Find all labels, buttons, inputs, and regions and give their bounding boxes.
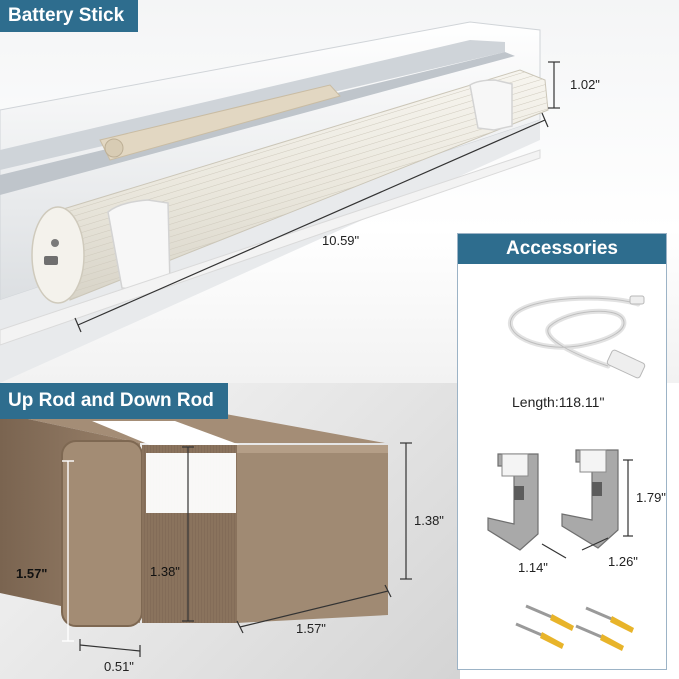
battery-length-label: 10.59" xyxy=(322,233,360,248)
battery-height-label: 1.02" xyxy=(570,77,600,92)
rod-width-label: 1.57" xyxy=(296,621,326,636)
bracket-width-right-label: 1.26" xyxy=(608,554,638,569)
rod-inner-height-label: 1.38" xyxy=(150,564,180,579)
battery-stick-illustration xyxy=(0,21,560,383)
bracket-height-label: 1.79" xyxy=(636,490,666,505)
length-dimension-line xyxy=(77,119,546,326)
battery-stick-title: Battery Stick xyxy=(0,0,139,32)
battery-stick-panel: Battery Stick 1.02" 10.59" xyxy=(0,0,679,383)
rod-left-height-label: 1.57" xyxy=(16,566,48,581)
bracket-width-right-line xyxy=(581,537,609,551)
accessories-illustration xyxy=(487,295,646,651)
rod-depth-line xyxy=(79,644,141,652)
rod-depth-label: 0.51" xyxy=(104,659,134,674)
rod-right-height-label: 1.38" xyxy=(414,513,444,528)
bracket-icon xyxy=(561,449,619,549)
bracket-width-left-label: 1.14" xyxy=(518,560,548,575)
accessories-title: Accessories xyxy=(458,234,666,264)
usb-cable-icon xyxy=(508,295,646,379)
rod-panel: Up Rod and Down Rod 1.57" 1.38" 1.38" 1.… xyxy=(0,383,460,679)
screw-icon xyxy=(515,604,634,651)
cable-length-label: Length:118.11" xyxy=(512,394,605,410)
bracket-width-left-line xyxy=(541,543,567,559)
accessories-panel: Accessories xyxy=(457,233,667,670)
rod-illustration xyxy=(0,413,412,657)
rod-title: Up Rod and Down Rod xyxy=(0,383,228,419)
rod-width-line xyxy=(239,590,389,628)
bracket-icon xyxy=(487,453,539,551)
